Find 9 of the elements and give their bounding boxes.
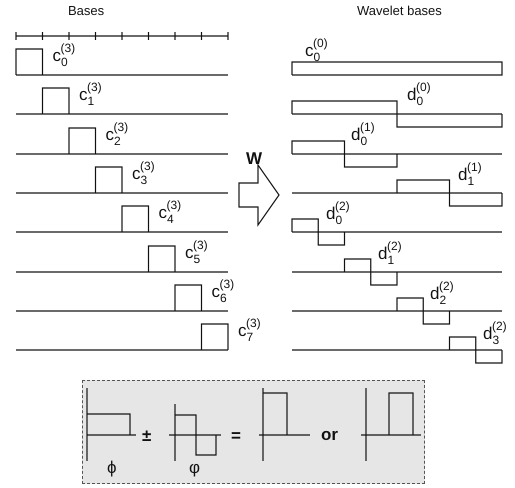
operator-label: W bbox=[246, 150, 262, 167]
column-heading: Bases bbox=[68, 4, 104, 17]
operator-label: ± bbox=[142, 427, 152, 444]
column-heading: Wavelet bases bbox=[357, 4, 442, 17]
dashed-panel bbox=[82, 380, 425, 484]
operator-label: or bbox=[321, 426, 338, 443]
symbol-label: ϕ bbox=[107, 459, 117, 476]
operator-label: = bbox=[231, 427, 241, 444]
symbol-label: φ bbox=[189, 459, 200, 476]
